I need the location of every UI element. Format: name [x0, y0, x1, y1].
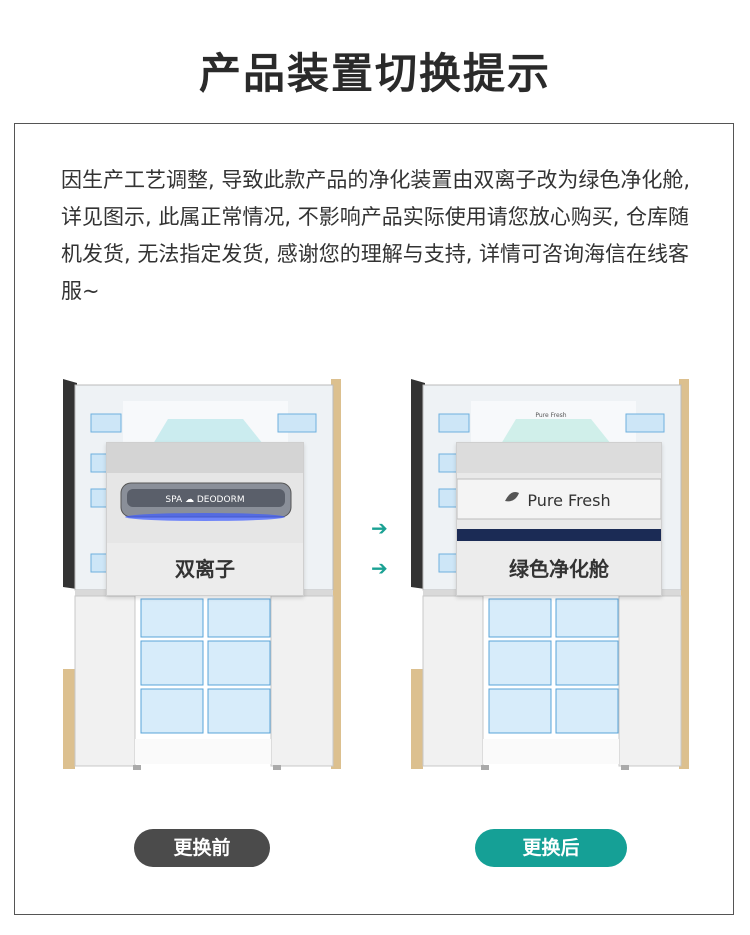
- ionizer-device-image: SPA ☁ DEODORM: [107, 443, 303, 543]
- before-callout-label: 双离子: [107, 543, 303, 595]
- pure-fresh-device-image: Pure Fresh: [457, 443, 661, 543]
- after-callout: Pure Fresh 绿色净化舱: [456, 442, 662, 596]
- arrow-right-icon: ➔: [371, 516, 388, 540]
- page-title: 产品装置切换提示: [198, 49, 551, 98]
- after-button[interactable]: 更换后: [475, 829, 627, 867]
- arrow-right-icon: ➔: [371, 556, 388, 580]
- notice-text: 因生产工艺调整, 导致此款产品的净化装置由双离子改为绿色净化舱, 详见图示, 此…: [61, 168, 691, 303]
- ionizer-device-label: SPA ☁ DEODORM: [165, 495, 244, 505]
- before-callout: SPA ☁ DEODORM 双离子: [106, 442, 304, 596]
- notice-frame: 因生产工艺调整, 导致此款产品的净化装置由双离子改为绿色净化舱, 详见图示, 此…: [14, 123, 734, 915]
- pure-fresh-device-label: Pure Fresh: [527, 491, 610, 510]
- shelf-logo-text: Pure Fresh: [535, 412, 566, 419]
- before-button[interactable]: 更换前: [134, 829, 270, 867]
- after-callout-label: 绿色净化舱: [457, 543, 661, 595]
- leaf-icon: [505, 492, 519, 502]
